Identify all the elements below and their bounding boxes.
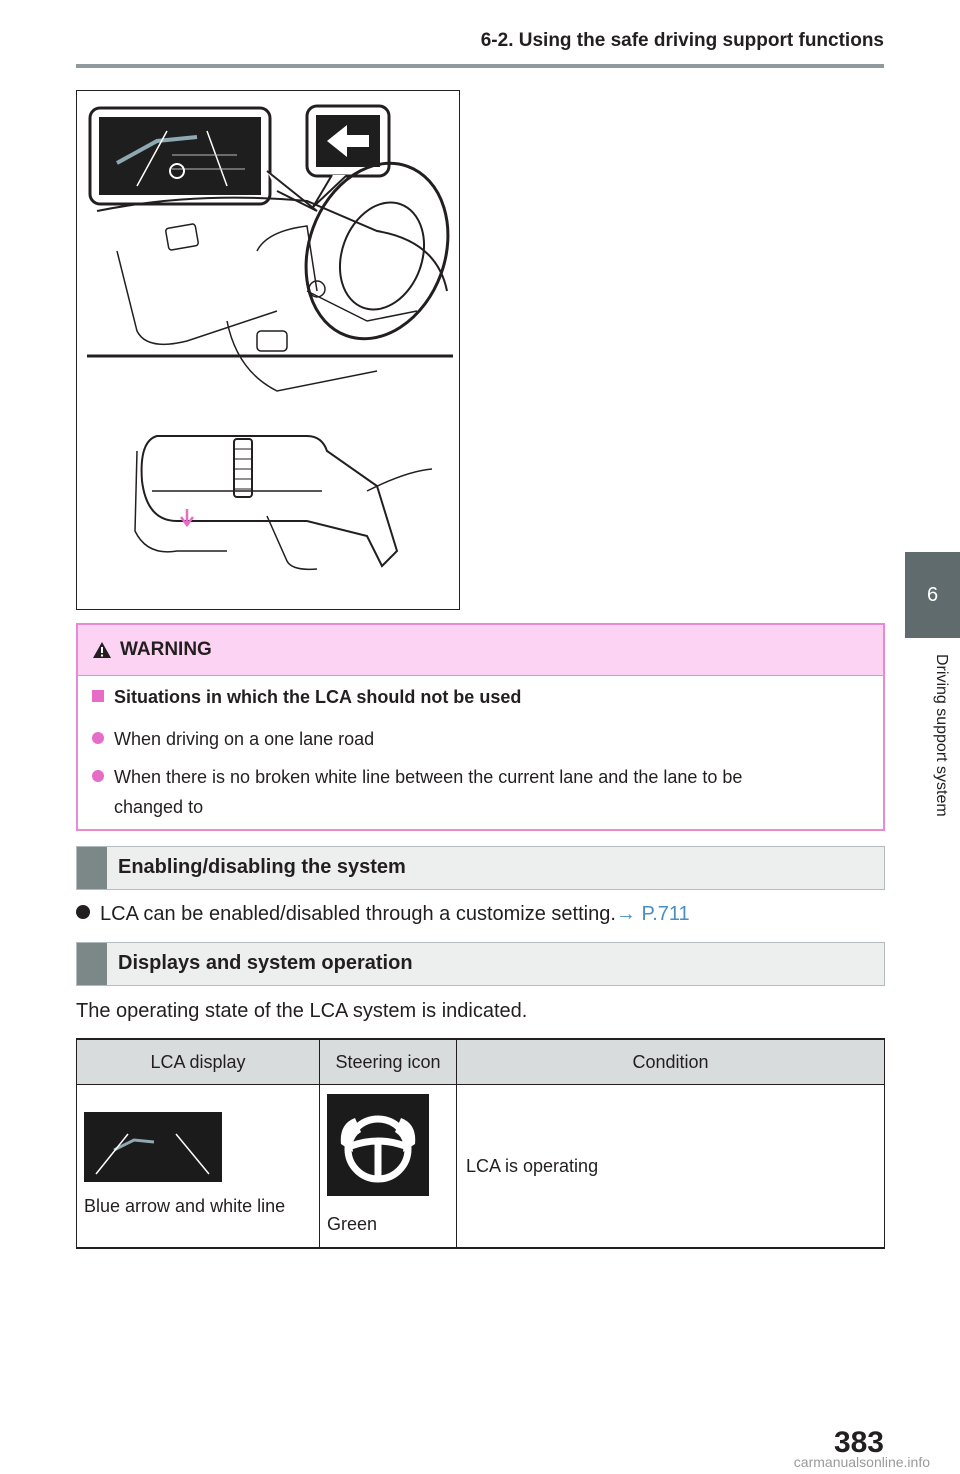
steering-icon-cell: Green [319,1084,457,1249]
section-heading-displays: Displays and system operation [76,942,885,986]
chapter-label: Driving support system [933,654,950,817]
displays-intro: The operating state of the LCA system is… [76,1000,528,1022]
warning-heading: Situations in which the LCA should not b… [92,687,521,708]
dot-bullet-icon [92,770,104,782]
chapter-tab[interactable]: 6 [905,552,960,638]
warning-box: WARNING Situations in which the LCA shou… [76,623,885,831]
column-header: LCA display [76,1038,320,1085]
warning-bullet-continuation: changed to [114,797,204,817]
dot-bullet-icon [76,905,90,919]
column-header: Condition [456,1038,885,1085]
warning-triangle-icon [93,642,111,658]
table-header-row: LCA display Steering icon Condition [76,1038,885,1085]
lca-display-caption: Blue arrow and white line [84,1196,286,1216]
dot-bullet-icon [92,732,104,744]
warning-bullet: When driving on a one lane road [92,729,374,750]
section-bar [77,943,107,985]
dashboard-illustration [76,90,460,610]
steering-wheel-icon [327,1094,429,1196]
watermark: carmanualsonline.info [793,1454,930,1470]
square-bullet-icon [92,690,104,702]
lca-display-image [84,1112,222,1182]
cockpit-drawing [87,104,453,571]
header-rule [76,64,884,68]
section-heading-enable: Enabling/disabling the system [76,846,885,890]
lca-display-cell: Blue arrow and white line [76,1084,320,1249]
section-bar [77,847,107,889]
page-number: 383 [833,1426,884,1459]
page-header-title: 6-2. Using the safe driving support func… [480,30,884,51]
warning-bullet: When there is no broken white line betwe… [92,767,742,788]
page-link[interactable]: → P.711 [615,903,690,925]
enable-bullet: LCA can be enabled/disabled through a cu… [76,903,690,926]
table-row: Blue arrow and white line Green [76,1084,885,1249]
lca-status-table: LCA display Steering icon Condition Blue… [76,1038,885,1249]
warning-title: WARNING [120,639,212,660]
column-header: Steering icon [319,1038,457,1085]
condition-cell: LCA is operating [456,1084,885,1249]
condition-text: LCA is operating [466,1156,599,1176]
steering-icon-caption: Green [327,1214,378,1234]
warning-header: WARNING [78,625,883,676]
